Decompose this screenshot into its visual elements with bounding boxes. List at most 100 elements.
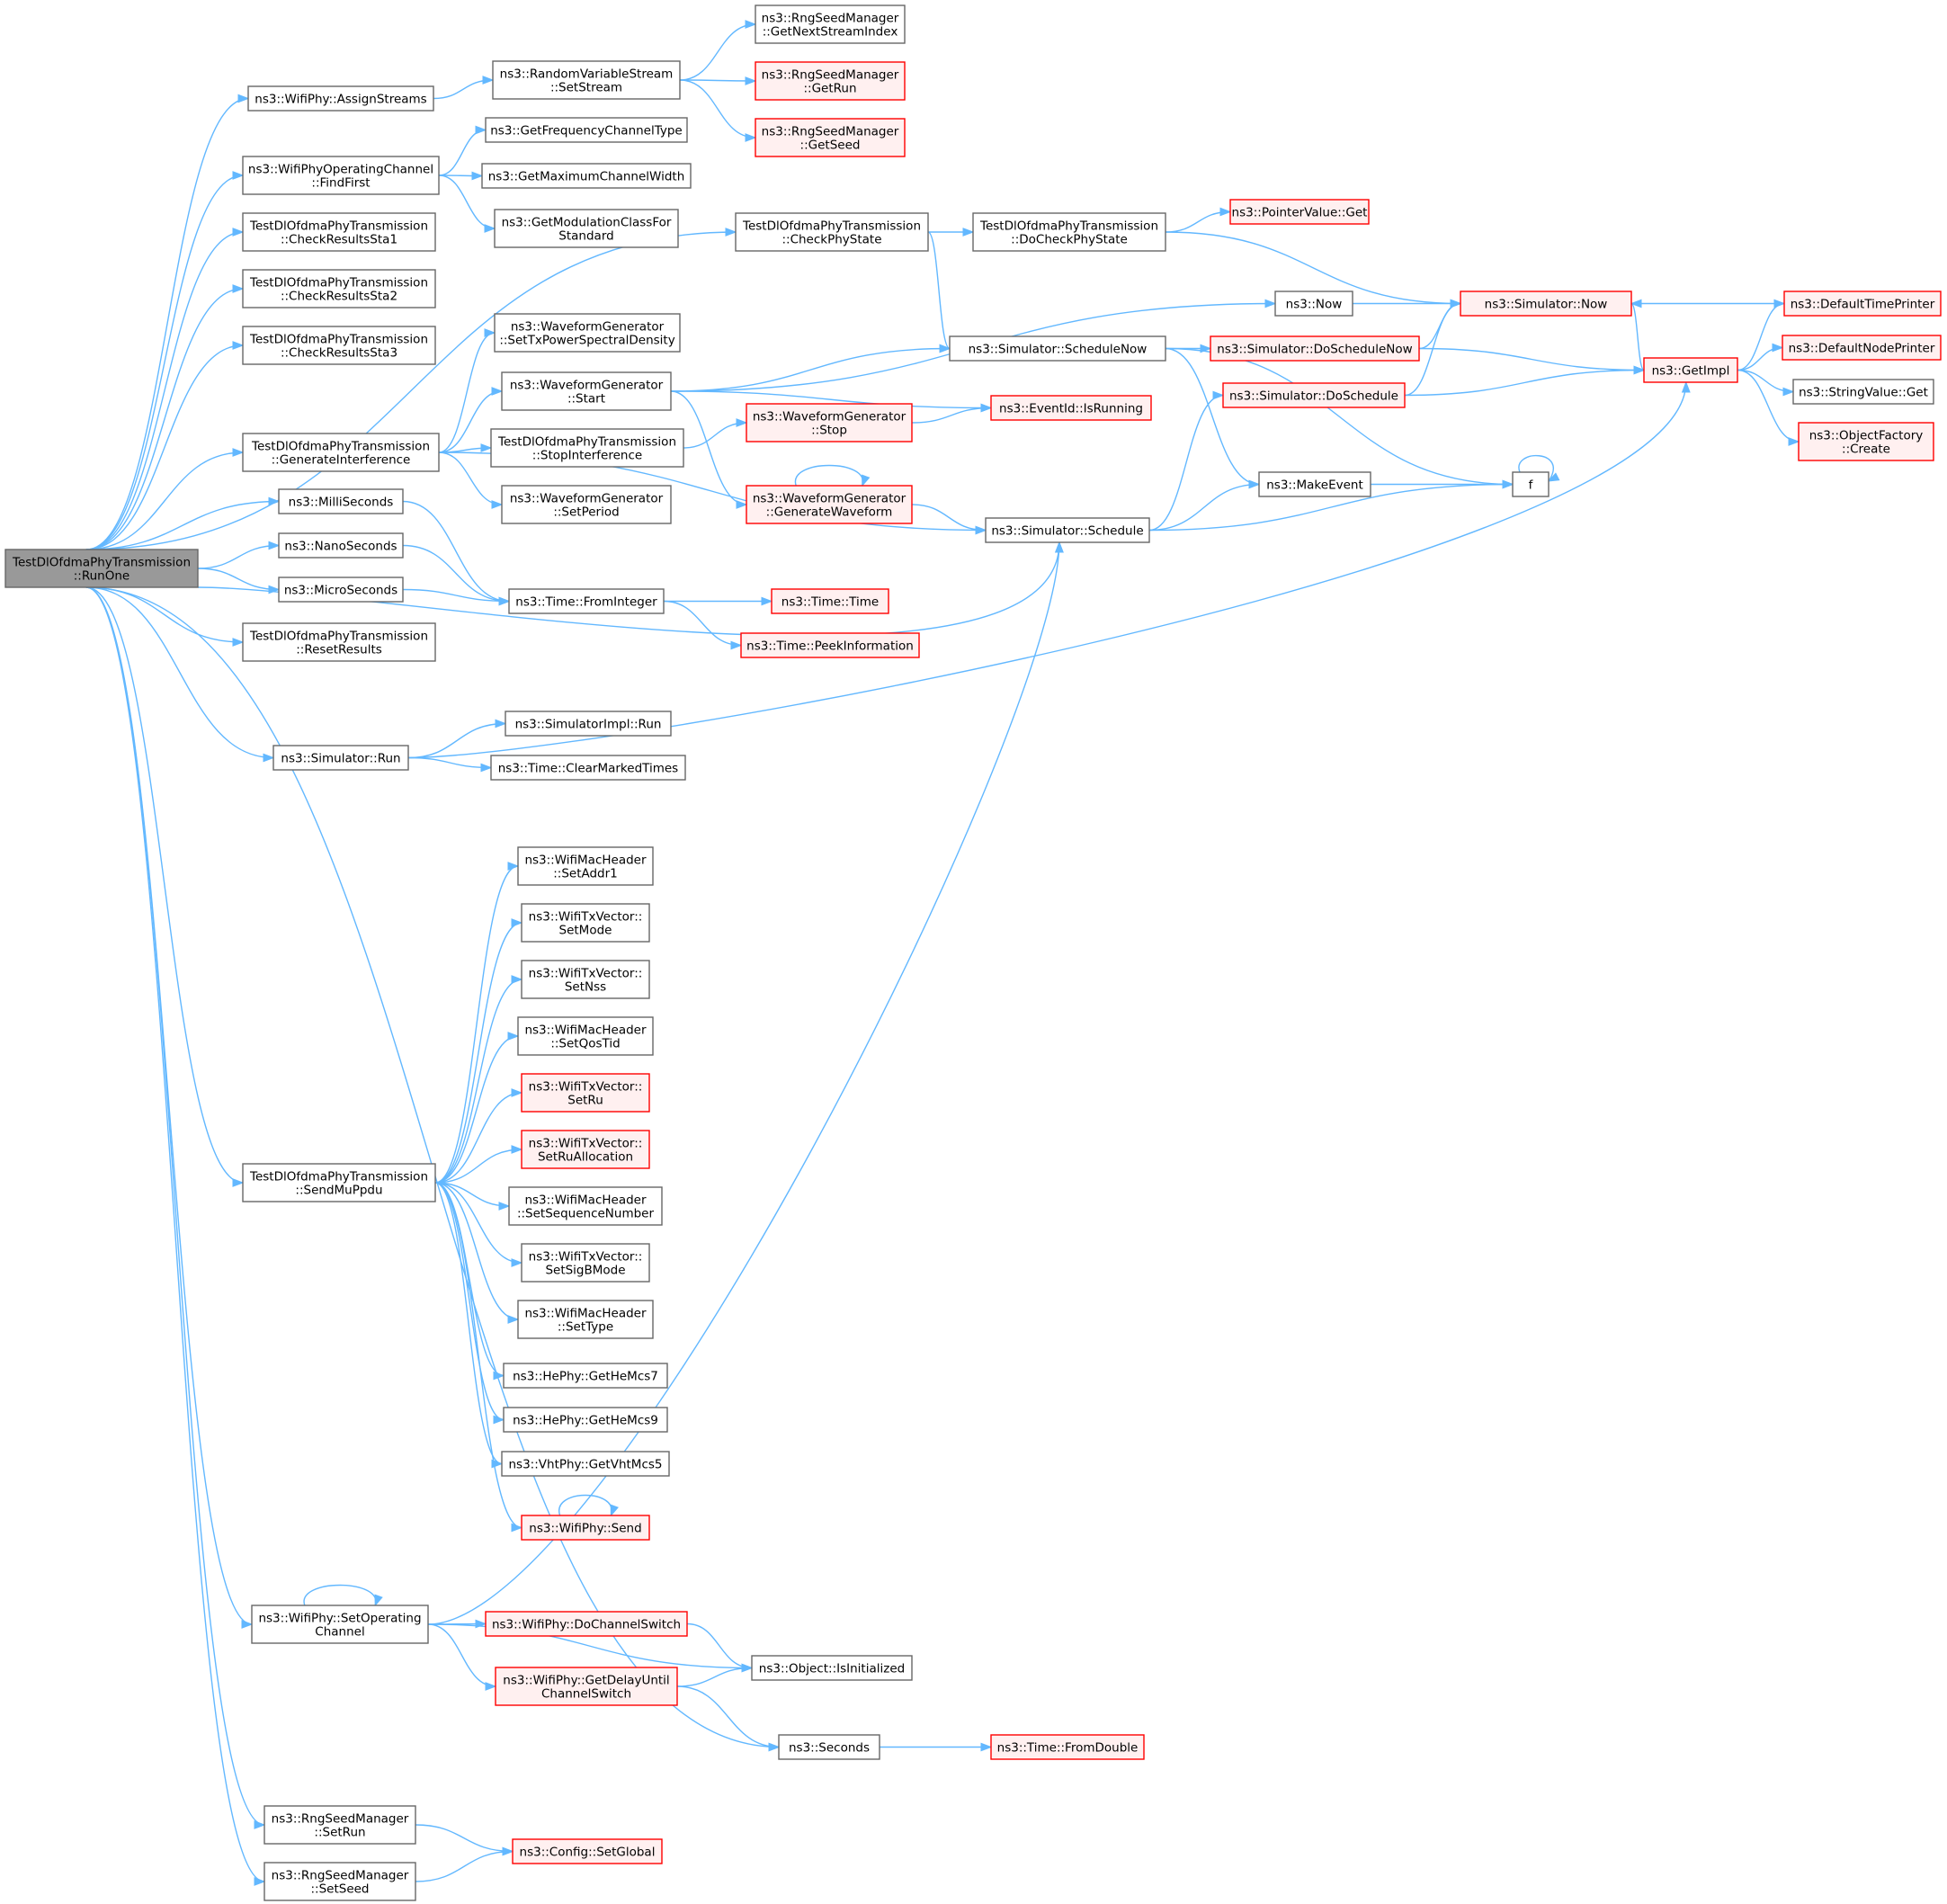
node-millis[interactable]: ns3::MilliSeconds xyxy=(278,488,404,514)
node-rvsetstream[interactable]: ns3::RandomVariableStream::SetStream xyxy=(492,60,681,100)
node-geninterf[interactable]: TestDlOfdmaPhyTransmission::GenerateInte… xyxy=(242,433,440,472)
edge-line xyxy=(676,1667,753,1687)
node-label: ::GenerateWaveform xyxy=(766,505,893,520)
node-setrun[interactable]: ns3::RngSeedManager::SetRun xyxy=(263,1805,416,1845)
node-wgsettx[interactable]: ns3::WaveformGenerator::SetTxPowerSpectr… xyxy=(494,313,681,353)
arrowhead-icon xyxy=(962,228,975,237)
node-clearmarked[interactable]: ns3::Time::ClearMarkedTimes xyxy=(490,755,686,781)
node-stopinterf[interactable]: TestDlOfdmaPhyTransmission::StopInterfer… xyxy=(490,428,684,468)
node-getimpl[interactable]: ns3::GetImpl xyxy=(1643,357,1738,383)
node-docheckphy[interactable]: TestDlOfdmaPhyTransmission::DoCheckPhySt… xyxy=(972,212,1166,252)
node-crs1[interactable]: TestDlOfdmaPhyTransmission::CheckResults… xyxy=(242,212,436,252)
node-setnss[interactable]: ns3::WifiTxVector::SetNss xyxy=(521,960,650,999)
node-f[interactable]: f xyxy=(1512,471,1550,497)
arrowhead-icon xyxy=(232,284,245,293)
call-edge-root-to-simrun xyxy=(85,586,275,763)
node-deftimeprinter[interactable]: ns3::DefaultTimePrinter xyxy=(1783,291,1942,317)
edge-line xyxy=(670,347,951,392)
node-nsnow[interactable]: ns3::Now xyxy=(1274,291,1353,317)
node-crs2[interactable]: TestDlOfdmaPhyTransmission::CheckResults… xyxy=(242,269,436,308)
node-micros[interactable]: ns3::MicroSeconds xyxy=(278,577,404,603)
node-label: ::StopInterference xyxy=(532,449,642,463)
arrowhead-icon xyxy=(493,1415,505,1425)
node-label: ns3::WifiMacHeader xyxy=(524,1193,647,1208)
node-label: ::Create xyxy=(1842,442,1890,457)
node-nanos[interactable]: ns3::NanoSeconds xyxy=(278,532,404,559)
node-frominteger[interactable]: ns3::Time::FromInteger xyxy=(508,588,665,614)
node-box xyxy=(242,156,440,195)
node-setaddr1[interactable]: ns3::WifiMacHeader::SetAddr1 xyxy=(517,846,654,886)
node-getseed[interactable]: ns3::RngSeedManager::GetSeed xyxy=(755,118,906,157)
node-label: SetSigBMode xyxy=(545,1264,625,1278)
node-wgstop[interactable]: ns3::WaveformGenerator::Stop xyxy=(746,403,913,442)
node-getrun[interactable]: ns3::RngSeedManager::GetRun xyxy=(755,61,906,101)
arrowhead-icon xyxy=(761,596,773,606)
node-setmode[interactable]: ns3::WifiTxVector::SetMode xyxy=(521,903,650,943)
call-edge-geninterf-to-wgsetperiod xyxy=(438,451,504,509)
node-setseq[interactable]: ns3::WifiMacHeader::SetSequenceNumber xyxy=(508,1186,663,1226)
node-label: ns3::WifiTxVector:: xyxy=(529,1080,643,1095)
node-ptrget[interactable]: ns3::PointerValue::Get xyxy=(1229,199,1370,225)
node-wggenwave[interactable]: ns3::WaveformGenerator::GenerateWaveform xyxy=(746,485,913,524)
node-assign[interactable]: ns3::WifiPhy::AssignStreams xyxy=(247,85,434,112)
node-getmaxcw[interactable]: ns3::GetMaximumChannelWidth xyxy=(481,163,692,189)
node-simnow[interactable]: ns3::Simulator::Now xyxy=(1460,291,1632,317)
call-edge-checkphy-to-schednow xyxy=(927,231,951,353)
node-getnextstream[interactable]: ns3::RngSeedManager::GetNextStreamIndex xyxy=(755,4,906,44)
node-setqos[interactable]: ns3::WifiMacHeader::SetQosTid xyxy=(517,1016,654,1056)
call-edge-wgstart-to-wggenwave xyxy=(670,390,748,509)
node-box xyxy=(242,326,436,365)
node-findfirst[interactable]: ns3::WifiPhyOperatingChannel::FindFirst xyxy=(242,156,440,195)
node-setru[interactable]: ns3::WifiTxVector::SetRu xyxy=(521,1073,650,1113)
node-box xyxy=(242,433,440,472)
node-box xyxy=(494,313,681,353)
node-isrunning[interactable]: ns3::EventId::IsRunning xyxy=(990,395,1152,421)
arrowhead-icon xyxy=(1547,472,1560,482)
node-sendmu[interactable]: TestDlOfdmaPhyTransmission::SendMuPpdu xyxy=(242,1163,436,1202)
node-dochsw[interactable]: ns3::WifiPhy::DoChannelSwitch xyxy=(485,1611,688,1637)
node-label: ns3::Simulator::DoSchedule xyxy=(1229,389,1398,404)
node-checkphy[interactable]: TestDlOfdmaPhyTransmission::CheckPhyStat… xyxy=(735,212,929,252)
node-cfgsetglobal[interactable]: ns3::Config::SetGlobal xyxy=(512,1838,663,1864)
call-edge-simrun-to-simimplrun xyxy=(407,719,507,759)
node-setrualloc[interactable]: ns3::WifiTxVector::SetRuAllocation xyxy=(521,1130,650,1169)
node-doschednow[interactable]: ns3::Simulator::DoScheduleNow xyxy=(1210,335,1420,362)
node-root[interactable]: TestDlOfdmaPhyTransmission::RunOne xyxy=(4,549,199,588)
node-peekinfo[interactable]: ns3::Time::PeekInformation xyxy=(740,632,920,658)
arrowhead-icon xyxy=(471,171,484,181)
node-wifisend[interactable]: ns3::WifiPhy::Send xyxy=(521,1515,650,1541)
node-strvalget[interactable]: ns3::StringValue::Get xyxy=(1792,379,1934,405)
node-dosched[interactable]: ns3::Simulator::DoSchedule xyxy=(1222,382,1406,408)
node-makeevent[interactable]: ns3::MakeEvent xyxy=(1258,471,1371,497)
node-timetime[interactable]: ns3::Time::Time xyxy=(771,588,889,614)
node-vhtmcs5[interactable]: ns3::VhtPhy::GetVhtMcs5 xyxy=(501,1451,670,1477)
node-setseed[interactable]: ns3::RngSeedManager::SetSeed xyxy=(263,1862,416,1901)
node-wgsetperiod[interactable]: ns3::WaveformGenerator::SetPeriod xyxy=(501,485,672,524)
node-fromdouble[interactable]: ns3::Time::FromDouble xyxy=(990,1734,1145,1760)
edge-line xyxy=(402,500,510,603)
node-schednow[interactable]: ns3::Simulator::ScheduleNow xyxy=(949,335,1166,362)
node-seconds[interactable]: ns3::Seconds xyxy=(778,1734,880,1760)
node-simrun[interactable]: ns3::Simulator::Run xyxy=(272,745,409,771)
node-hemcs7[interactable]: ns3::HePhy::GetHeMcs7 xyxy=(503,1363,668,1389)
node-simimplrun[interactable]: ns3::SimulatorImpl::Run xyxy=(505,711,672,737)
node-label: ns3::Simulator::Schedule xyxy=(991,524,1143,539)
node-settype[interactable]: ns3::WifiMacHeader::SetType xyxy=(517,1300,654,1339)
node-objinit[interactable]: ns3::Object::IsInitialized xyxy=(751,1655,913,1681)
node-resetres[interactable]: TestDlOfdmaPhyTransmission::ResetResults xyxy=(242,622,436,662)
node-setsigb[interactable]: ns3::WifiTxVector::SetSigBMode xyxy=(521,1243,650,1283)
edge-line xyxy=(438,129,487,176)
edge-line xyxy=(670,390,747,505)
node-getfreq[interactable]: ns3::GetFrequencyChannelType xyxy=(485,117,688,143)
node-crs3[interactable]: TestDlOfdmaPhyTransmission::CheckResults… xyxy=(242,326,436,365)
node-box xyxy=(521,1243,650,1283)
node-defnodeprinter[interactable]: ns3::DefaultNodePrinter xyxy=(1782,335,1942,361)
node-sched[interactable]: ns3::Simulator::Schedule xyxy=(985,517,1150,543)
node-hemcs9[interactable]: ns3::HePhy::GetHeMcs9 xyxy=(503,1407,668,1433)
edge-line xyxy=(686,1622,753,1669)
node-objfactcreate[interactable]: ns3::ObjectFactory::Create xyxy=(1798,422,1934,461)
node-wgstart[interactable]: ns3::WaveformGenerator::Start xyxy=(501,371,672,411)
